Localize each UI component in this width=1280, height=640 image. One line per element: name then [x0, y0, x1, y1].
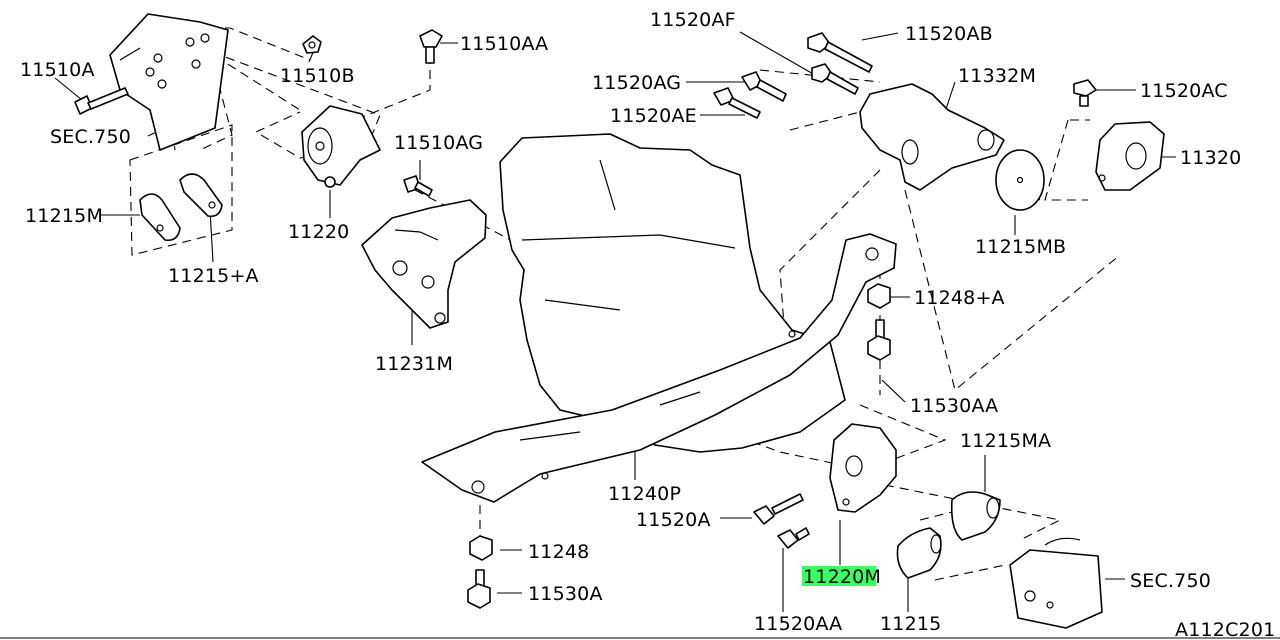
bolt-11530AA	[867, 319, 891, 361]
label-11231M[interactable]: 11231M	[375, 353, 453, 375]
crossmember-11240P	[421, 233, 897, 503]
label-11215MA[interactable]: 11215MA	[960, 430, 1051, 452]
label-11520AG[interactable]: 11520AG	[592, 72, 681, 94]
bolt-11510AG	[403, 175, 433, 197]
insulator-11215MA	[950, 491, 1001, 541]
rear-mount-11220M	[829, 423, 897, 513]
bolt-11520AA	[777, 527, 810, 549]
nut-11248	[469, 535, 493, 561]
label-11530AA[interactable]: 11530AA	[910, 395, 998, 417]
bolt-11520AF	[811, 63, 859, 95]
bolt-11510AA	[419, 29, 443, 64]
mount-11320	[1095, 121, 1165, 191]
label-11530A[interactable]: 11530A	[528, 583, 603, 605]
label-11520AA[interactable]: 11520AA	[754, 613, 842, 635]
label-11215[interactable]: 11215	[880, 613, 941, 635]
label-11520A[interactable]: 11520A	[636, 509, 711, 531]
label-11510AA[interactable]: 11510AA	[460, 33, 548, 55]
label-11215MB[interactable]: 11215MB	[975, 236, 1066, 258]
bolt-11520AG	[741, 71, 787, 102]
bolt-11520A	[753, 493, 804, 525]
bracket-11332M	[859, 83, 1005, 191]
label-11332M[interactable]: 11332M	[958, 65, 1036, 87]
bolt-11520AC	[1073, 79, 1097, 107]
label-11215M[interactable]: 11215M	[25, 205, 103, 227]
label-11220[interactable]: 11220	[288, 221, 349, 243]
label-11520AE[interactable]: 11520AE	[610, 105, 697, 127]
diagram-code: A112C201	[1175, 619, 1275, 640]
insulator-11215M	[139, 193, 181, 242]
rear-bracket-part	[1009, 537, 1103, 629]
label-11520AF[interactable]: 11520AF	[650, 9, 736, 31]
nut-11248A	[867, 283, 891, 309]
label-11220M[interactable]: 11220M	[803, 566, 881, 588]
label-11510A[interactable]: 11510A	[20, 59, 95, 81]
highlight-11220M	[802, 566, 876, 586]
label-11510AG[interactable]: 11510AG	[394, 132, 483, 154]
label-11248A[interactable]: 11248+A	[914, 287, 1005, 309]
bolt-11520AE	[713, 87, 761, 119]
label-11510B[interactable]: 11510B	[280, 65, 355, 87]
label-11240P[interactable]: 11240P	[608, 483, 681, 505]
bolt-11520AB	[807, 32, 873, 73]
nut-11510B	[302, 35, 322, 54]
label-11520AB[interactable]: 11520AB	[905, 23, 993, 45]
mount-11220	[301, 105, 381, 188]
bolt-11530A	[467, 569, 491, 609]
label-11520AC[interactable]: 11520AC	[1140, 80, 1228, 102]
body-bracket-part	[109, 13, 229, 151]
bolt-11510A	[74, 87, 129, 115]
leader-lines	[0, 31, 1280, 639]
insulator-11215	[896, 527, 942, 579]
bracket-11231M	[361, 199, 487, 329]
label-SEC750-top[interactable]: SEC.750	[50, 126, 131, 148]
label-11215A[interactable]: 11215+A	[168, 265, 259, 287]
disk-11215MB	[995, 149, 1045, 211]
part-labels: 11510A 11510B 11510AA 11520AF 11520AB 11…	[20, 9, 1275, 640]
label-11320[interactable]: 11320	[1180, 147, 1241, 169]
label-11248[interactable]: 11248	[528, 541, 589, 563]
label-SEC750-bottom[interactable]: SEC.750	[1130, 570, 1211, 592]
insulator-11215A	[179, 173, 223, 218]
